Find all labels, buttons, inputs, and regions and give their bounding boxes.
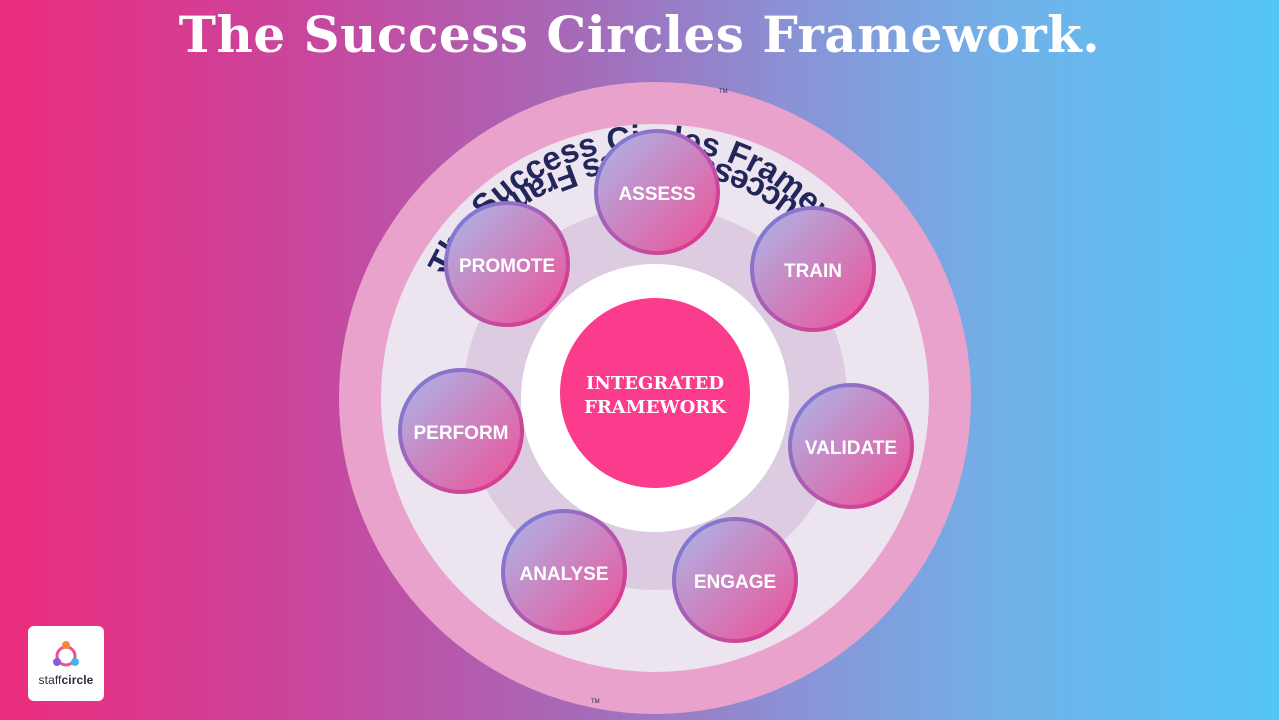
tm-mark-bottom: TM	[591, 699, 600, 705]
stage-train: TRAIN	[750, 206, 876, 332]
center-label-line2: FRAMEWORK	[584, 397, 727, 418]
stage-label: ENGAGE	[694, 572, 776, 593]
staffcircle-logo: staffcircle	[28, 626, 104, 701]
stage-assess: ASSESS	[594, 129, 720, 255]
stage-engage: ENGAGE	[672, 517, 798, 643]
stage-promote: PROMOTE	[444, 201, 570, 327]
logo-wordmark: staffcircle	[38, 673, 94, 687]
page-title: The Success Circles Framework.	[178, 5, 1101, 64]
center-circle	[560, 298, 750, 488]
stage-label: TRAIN	[784, 261, 842, 282]
tm-mark-top: TM	[719, 89, 728, 95]
staffcircle-logo-icon	[53, 641, 79, 667]
stage-label: PROMOTE	[459, 256, 555, 277]
center-label-line1: INTEGRATED	[586, 373, 724, 394]
stage-validate: VALIDATE	[788, 383, 914, 509]
stage-label: ANALYSE	[519, 564, 608, 585]
stage-label: ASSESS	[618, 184, 695, 205]
stage-perform: PERFORM	[398, 368, 524, 494]
stage-analyse: ANALYSE	[501, 509, 627, 635]
stage-label: PERFORM	[414, 423, 509, 444]
stage-label: VALIDATE	[805, 438, 897, 459]
